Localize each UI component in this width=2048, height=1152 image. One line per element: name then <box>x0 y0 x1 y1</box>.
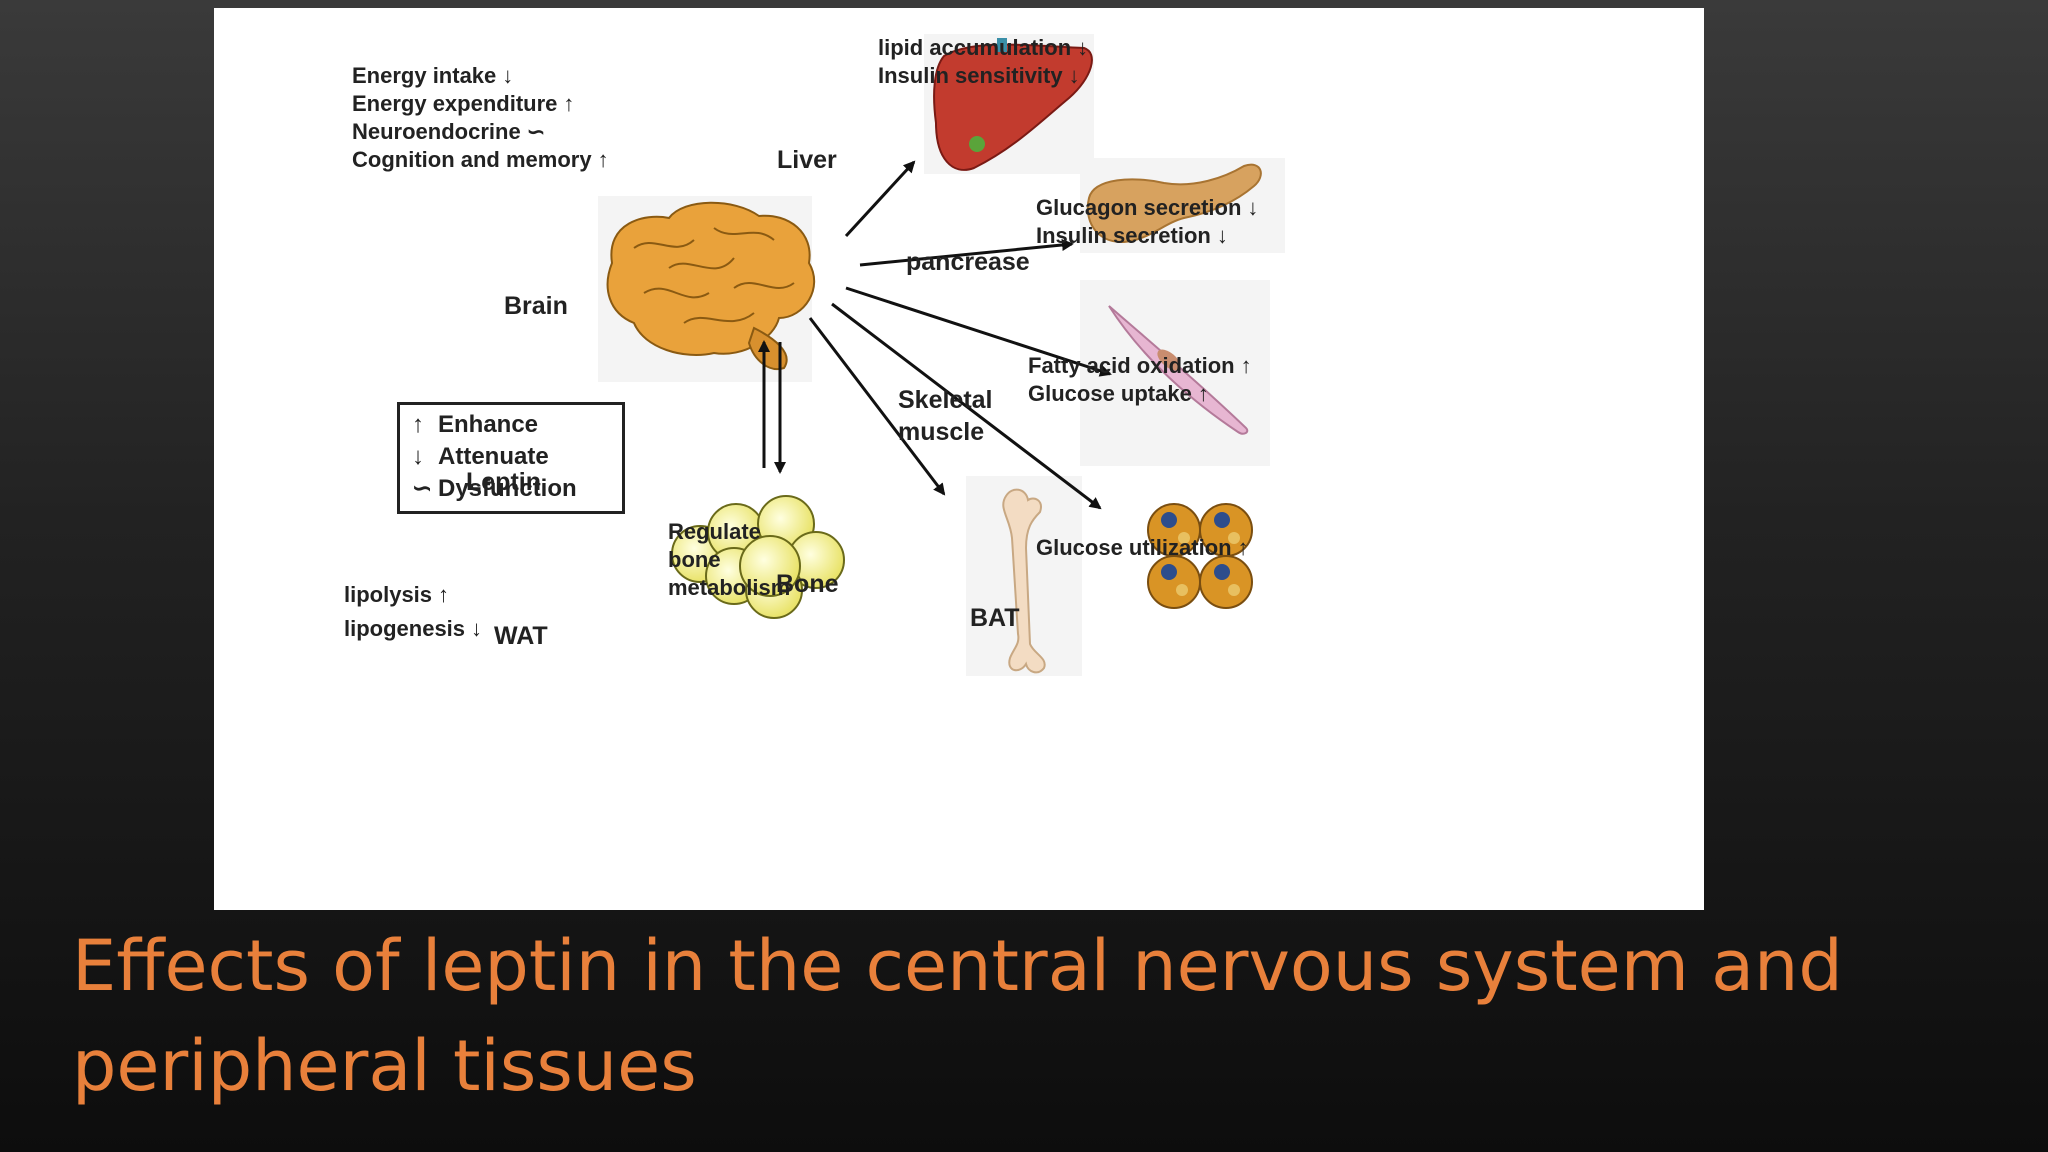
pancreas-label: pancrease <box>906 248 1030 276</box>
wat-illustration <box>671 495 845 619</box>
wat-label: WAT <box>494 622 548 650</box>
arrow-brain-bat <box>831 302 1102 510</box>
muscle-effects: Fatty acid oxidation↑ Glucose uptake↑ <box>1028 352 1252 408</box>
brain-effect: Neuroendocrine∽ <box>352 119 546 144</box>
bone-label: Bone <box>776 570 839 598</box>
wat-effect: lipogenesis↓ <box>344 616 483 641</box>
pancreas-effects: Glucagon secretion↓ Insulin secretion↓ <box>1036 194 1258 250</box>
brain-effect: Energy intake↓ <box>352 63 514 88</box>
muscle-label: Skeletal muscle <box>898 386 993 446</box>
brain-effects: Energy intake↓ Energy expenditure↑ Neuro… <box>352 62 609 174</box>
muscle-effect: Fatty acid oxidation↑ <box>1028 353 1252 378</box>
legend-attenuate: ↓Attenuate <box>412 443 549 470</box>
liver-effect: lipid accumulation↓ <box>878 35 1089 60</box>
muscle-effect: Glucose uptake↑ <box>1028 381 1209 406</box>
pancreas-illustration <box>1080 158 1285 253</box>
arrow-brain-liver <box>844 160 916 238</box>
pancreas-effect: Insulin secretion↓ <box>1036 223 1228 248</box>
connection-arrows <box>758 160 1112 510</box>
liver-effects: lipid accumulation↓ Insulin sensitivity↓ <box>878 34 1088 90</box>
wat-effects: lipolysis↑ lipogenesis↓ <box>344 578 482 646</box>
brain-effect: Energy expenditure↑ <box>352 91 575 116</box>
legend-enhance: ↑Enhance <box>412 411 539 438</box>
diagram-graphics <box>598 34 1285 676</box>
arrow-brain-pancreas <box>859 239 1074 267</box>
arrow-brain-bone <box>808 317 946 496</box>
bone-effect: Regulate bone metabolism <box>668 519 791 600</box>
legend: ↑Enhance ↓Attenuate ∽Dysfunction <box>397 402 625 514</box>
bat-label: BAT <box>970 604 1020 632</box>
brain-illustration <box>598 196 816 382</box>
brain-effect: Cognition and memory↑ <box>352 147 609 172</box>
wat-effect: lipolysis↑ <box>344 582 450 607</box>
legend-dysfunction: ∽Dysfunction <box>412 475 577 502</box>
bat-effect: Glucose utilization↑ <box>1036 535 1249 560</box>
brain-label: Brain <box>504 292 568 320</box>
pancreas-effect: Glucagon secretion↓ <box>1036 195 1259 220</box>
liver-label: Liver <box>777 146 837 174</box>
diagram-figure: Energy intake↓ Energy expenditure↑ Neuro… <box>214 8 1704 910</box>
bat-illustration <box>1147 503 1253 609</box>
bat-effects: Glucose utilization↑ <box>1036 534 1249 562</box>
liver-effect: Insulin sensitivity↓ <box>878 63 1080 88</box>
bone-illustration <box>966 476 1082 676</box>
liver-illustration <box>924 34 1094 174</box>
leptin-label: Leptin <box>466 468 541 496</box>
arrow-brain-muscle <box>845 286 1112 377</box>
slide-title: Effects of leptin in the central nervous… <box>72 925 1843 1107</box>
